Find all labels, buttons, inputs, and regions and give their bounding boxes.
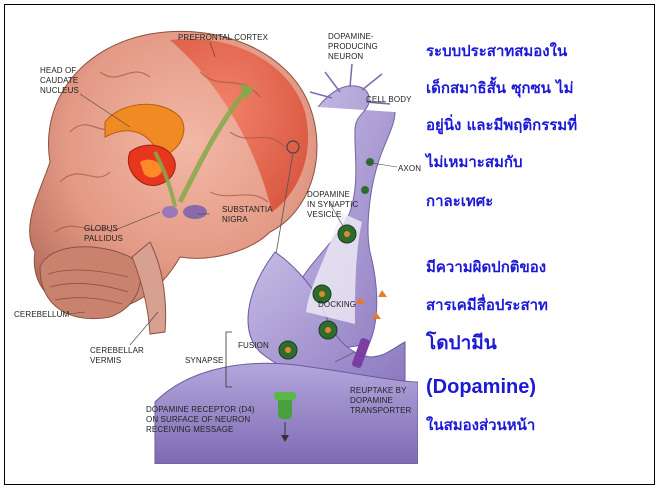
- text-line-7: สารเคมีสื่อประสาท: [426, 290, 548, 320]
- label-line: VERMIS: [90, 356, 144, 366]
- label-line: NUCLEUS: [40, 86, 79, 96]
- label-line: CEREBELLAR: [90, 346, 144, 356]
- cerebellum-region: [40, 247, 140, 319]
- text-line-2: เด็กสมาธิสั้น ซุกซน ไม่: [426, 73, 574, 103]
- label-line: DOPAMINE RECEPTOR (D4): [146, 405, 255, 415]
- label-fusion: FUSION: [238, 341, 269, 351]
- label-dopamine-vesicle: DOPAMINE IN SYNAPTIC VESICLE: [307, 190, 358, 220]
- label-line: NIGRA: [222, 215, 273, 225]
- label-head-of-caudate-nucleus: HEAD OF CAUDATE NUCLEUS: [40, 66, 79, 96]
- label-line: DOPAMINE: [350, 396, 411, 406]
- label-reuptake-transporter: REUPTAKE BY DOPAMINE TRANSPORTER: [350, 386, 411, 416]
- label-cell-body: CELL BODY: [366, 95, 412, 105]
- label-line: IN SYNAPTIC: [307, 200, 358, 210]
- text-line-10: ในสมองส่วนหน้า: [426, 410, 535, 440]
- label-line: PRODUCING: [328, 42, 378, 52]
- label-dopamine-producing-neuron: DOPAMINE- PRODUCING NEURON: [328, 32, 378, 62]
- text-line-1: ระบบประสาทสมองใน: [426, 36, 567, 66]
- label-cerebellar-vermis: CEREBELLAR VERMIS: [90, 346, 144, 366]
- label-synapse: SYNAPSE: [185, 356, 224, 366]
- label-axon: AXON: [398, 164, 421, 174]
- label-docking: DOCKING: [318, 300, 356, 310]
- label-line: DOPAMINE-: [328, 32, 378, 42]
- label-line: GLOBUS: [84, 224, 123, 234]
- label-line: REUPTAKE BY: [350, 386, 411, 396]
- label-line: RECEIVING MESSAGE: [146, 425, 255, 435]
- text-line-5: กาละเทศะ: [426, 186, 493, 216]
- label-line: ON SURFACE OF NEURON: [146, 415, 255, 425]
- label-line: PALLIDUS: [84, 234, 123, 244]
- label-cerebellum: CEREBELLUM: [14, 310, 69, 320]
- text-line-6: มีความผิดปกติของ: [426, 252, 546, 282]
- label-substantia-nigra: SUBSTANTIA NIGRA: [222, 205, 273, 225]
- label-line: SUBSTANTIA: [222, 205, 273, 215]
- label-prefrontal-cortex: PREFRONTAL CORTEX: [178, 33, 268, 43]
- label-line: HEAD OF: [40, 66, 79, 76]
- label-line: NEURON: [328, 52, 378, 62]
- label-line: DOPAMINE: [307, 190, 358, 200]
- label-line: TRANSPORTER: [350, 406, 411, 416]
- text-line-8: โดปามีน: [426, 326, 497, 360]
- label-globus-pallidus: GLOBUS PALLIDUS: [84, 224, 123, 244]
- substantia-nigra: [183, 205, 207, 219]
- text-line-9: (Dopamine): [426, 372, 536, 402]
- text-line-4: ไม่เหมาะสมกับ: [426, 147, 522, 177]
- label-line: VESICLE: [307, 210, 358, 220]
- axon-marker: [366, 158, 374, 166]
- label-line: CAUDATE: [40, 76, 79, 86]
- text-line-3: อยู่นิ่ง และมีพฤติกรรมที่: [426, 110, 577, 140]
- label-dopamine-receptor: DOPAMINE RECEPTOR (D4) ON SURFACE OF NEU…: [146, 405, 255, 435]
